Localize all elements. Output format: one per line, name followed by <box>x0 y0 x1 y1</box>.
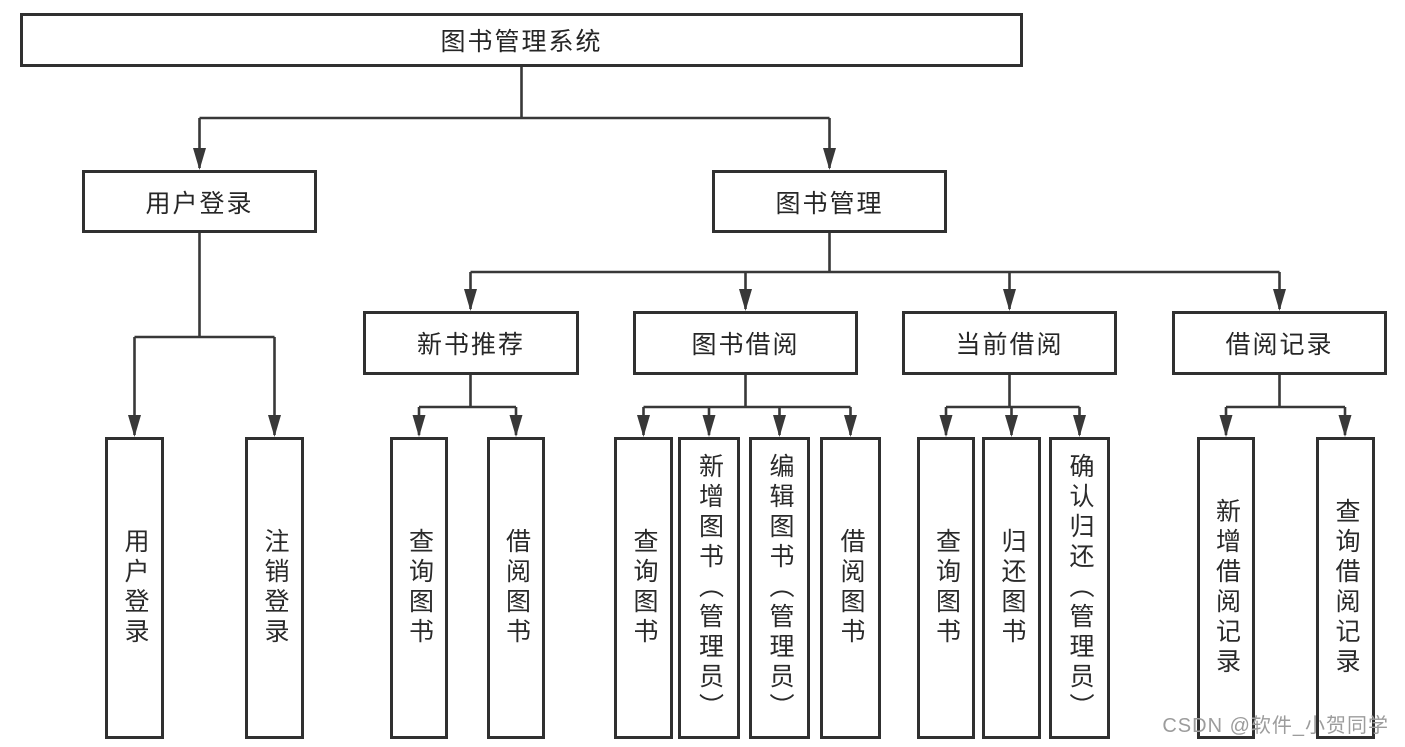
leaf-borrow-books: 借阅图书 <box>487 437 545 739</box>
node-label: 新增图书（管理员） <box>695 453 724 723</box>
node-label: 查询图书 <box>932 528 961 648</box>
node-label: 新增借阅记录 <box>1212 498 1241 678</box>
node-user-login: 用户登录 <box>82 170 317 233</box>
node-new-book-recommend: 新书推荐 <box>363 311 579 375</box>
node-label: 借阅图书 <box>837 528 865 648</box>
leaf-add-borrow-record: 新增借阅记录 <box>1197 437 1255 739</box>
leaf-confirm-return-admin: 确认归还（管理员） <box>1049 437 1110 739</box>
leaf-add-books-admin: 新增图书（管理员） <box>678 437 740 739</box>
leaf-user-login: 用户登录 <box>105 437 164 739</box>
node-label: 图书管理系统 <box>440 28 603 56</box>
node-label: 新书推荐 <box>416 331 525 359</box>
node-label: 查询图书 <box>630 528 658 648</box>
node-label: 查询借阅记录 <box>1332 498 1360 678</box>
node-label: 确认归还（管理员） <box>1066 453 1094 723</box>
node-label: 借阅记录 <box>1225 331 1334 359</box>
leaf-query-books: 查询图书 <box>390 437 448 739</box>
node-label: 当前借阅 <box>955 331 1064 359</box>
leaf-logout: 注销登录 <box>245 437 304 739</box>
leaf-borrow-books: 借阅图书 <box>820 437 881 739</box>
node-label: 注销登录 <box>261 528 289 648</box>
leaf-edit-books-admin: 编辑图书（管理员） <box>749 437 810 739</box>
csdn-watermark: CSDN @软件_小贺同学 <box>1162 715 1389 737</box>
node-label: 图书管理 <box>775 189 884 218</box>
leaf-query-books: 查询图书 <box>614 437 673 739</box>
leaf-query-books: 查询图书 <box>917 437 975 739</box>
node-label: 归还图书 <box>998 528 1026 648</box>
node-label: 图书借阅 <box>691 331 800 359</box>
node-label: 借阅图书 <box>502 528 531 648</box>
node-label: 用户登录 <box>121 528 149 648</box>
node-borrow-records: 借阅记录 <box>1172 311 1387 375</box>
node-library-management-system: 图书管理系统 <box>20 13 1023 67</box>
node-label: 查询图书 <box>405 528 434 648</box>
node-label: 用户登录 <box>145 189 254 218</box>
node-book-borrow: 图书借阅 <box>633 311 858 375</box>
leaf-return-books: 归还图书 <box>982 437 1041 739</box>
node-current-borrow: 当前借阅 <box>902 311 1117 375</box>
leaf-query-borrow-record: 查询借阅记录 <box>1316 437 1375 739</box>
node-book-management: 图书管理 <box>712 170 947 233</box>
node-label: 编辑图书（管理员） <box>766 453 794 723</box>
